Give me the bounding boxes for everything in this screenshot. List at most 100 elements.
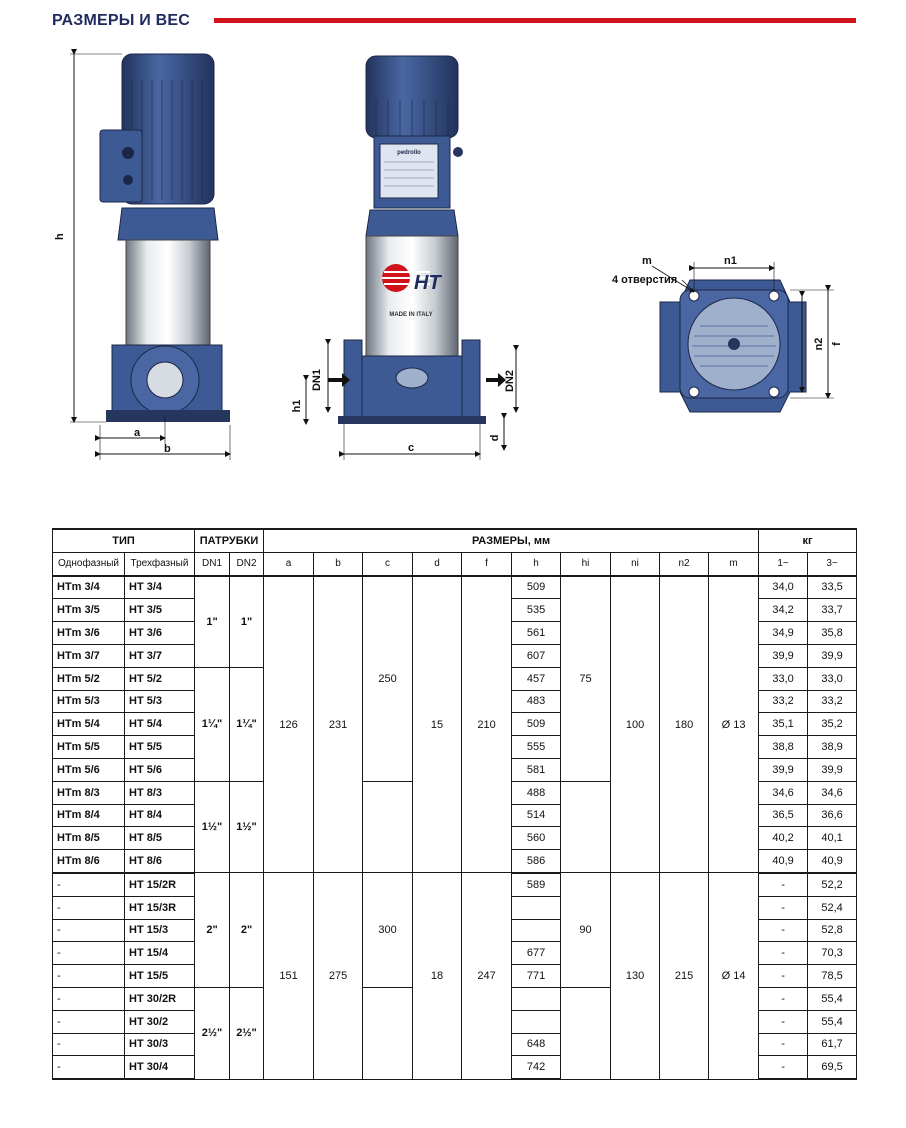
cell-single: HTm 5/5: [52, 735, 125, 759]
cable-gland-icon: [122, 147, 134, 159]
cell-w1: -: [758, 941, 809, 966]
cell-dn2: 1¼": [229, 666, 265, 782]
page-header: РАЗМЕРЫ И ВЕС: [52, 10, 856, 38]
cell-w3: 40,1: [807, 826, 858, 851]
col-ports-header: ПАТРУБКИ: [194, 527, 265, 553]
dim-b-label: b: [164, 443, 171, 455]
cell-hi: 90: [560, 872, 612, 988]
cell-w1: -: [758, 1055, 809, 1081]
cell-ni: 100: [610, 575, 661, 874]
cell-h: [511, 895, 562, 920]
cell-w3: 39,9: [807, 643, 858, 668]
cell-m: Ø 13: [708, 575, 760, 874]
table-row: HTm 3/7 HT 3/7 607 39,9 39,9: [52, 643, 858, 668]
cell-w3: 39,9: [807, 757, 858, 782]
cell-three: HT 15/4: [123, 941, 196, 966]
cell-h: 535: [511, 598, 562, 623]
cell-dn2: 2½": [229, 986, 265, 1080]
col-b-header: b: [313, 551, 364, 577]
cell-h: 581: [511, 757, 562, 782]
col-n2-header: n2: [659, 551, 710, 577]
cell-single: HTm 3/6: [52, 621, 125, 645]
side-view-drawing: h a b: [54, 49, 231, 460]
dim-f-label: f: [831, 342, 843, 346]
col-h-header: h: [511, 551, 562, 577]
cell-w3: 35,8: [807, 621, 858, 645]
cell-w1: 33,2: [758, 689, 809, 714]
table-row: - HT 15/4 677 - 70,3: [52, 941, 858, 966]
cell-single: HTm 5/2: [52, 666, 125, 691]
table-row: - HT 30/2 - 55,4: [52, 1009, 858, 1034]
cell-h: 483: [511, 689, 562, 714]
cell-dn1: 1": [194, 575, 231, 668]
table-row: HTm 5/5 HT 5/5 555 38,8 38,9: [52, 735, 858, 759]
front-lantern: [365, 209, 459, 237]
cell-h: 607: [511, 643, 562, 668]
cell-ni: 130: [610, 872, 661, 1080]
cell-h: 560: [511, 826, 562, 851]
table-row: - HT 30/3 648 - 61,7: [52, 1032, 858, 1057]
cell-single: -: [52, 986, 125, 1011]
holes-label: 4 отверстия: [612, 274, 677, 286]
col-a-header: a: [263, 551, 315, 577]
cell-single: -: [52, 1055, 125, 1081]
cell-three: HT 8/5: [123, 826, 196, 851]
cell-h: 457: [511, 666, 562, 691]
pump-drawings: h a b pedrollo: [54, 49, 843, 460]
cell-h: 509: [511, 575, 562, 600]
cell-single: HTm 8/5: [52, 826, 125, 851]
cell-n2: 215: [659, 872, 710, 1080]
table-row: HTm 3/6 HT 3/6 561 34,9 35,8: [52, 621, 858, 645]
cell-single: -: [52, 1032, 125, 1057]
cell-single: HTm 8/3: [52, 780, 125, 805]
inlet-arrow-icon: [328, 373, 350, 387]
cell-w1: -: [758, 918, 809, 943]
dim-d-label: d: [489, 435, 501, 442]
cell-single: HTm 8/4: [52, 803, 125, 828]
cell-dn2: 1": [229, 575, 265, 668]
cell-three: HT 5/2: [123, 666, 196, 691]
table-row: - HT 30/2R 2½" 2½" - 55,4: [52, 986, 858, 1080]
dim-h1-label: h1: [291, 400, 303, 413]
cell-h: [511, 1009, 562, 1034]
cell-w1: 38,8: [758, 735, 809, 759]
cell-b: 275: [313, 872, 364, 1080]
dim-n2-label: n2: [813, 338, 825, 351]
cell-single: -: [52, 941, 125, 966]
table-row: HTm 8/5 HT 8/5 560 40,2 40,1: [52, 826, 858, 851]
cell-c-empty: [362, 986, 414, 1080]
cell-three: HT 5/3: [123, 689, 196, 714]
cell-three: HT 3/4: [123, 575, 196, 600]
cell-w3: 78,5: [807, 964, 858, 988]
table-row: HTm 8/6 HT 8/6 586 40,9 40,9: [52, 849, 858, 874]
cell-w1: 39,9: [758, 643, 809, 668]
cell-n2: 180: [659, 575, 710, 874]
col-three-header: Трехфазный: [123, 551, 196, 577]
cell-w3: 40,9: [807, 849, 858, 874]
dim-dn2-label: DN2: [504, 370, 516, 392]
cell-m: Ø 14: [708, 872, 760, 1080]
table-row: - HT 15/5 771 - 78,5: [52, 964, 858, 988]
cell-single: HTm 3/4: [52, 575, 125, 600]
cell-single: -: [52, 918, 125, 943]
cell-three: HT 8/6: [123, 849, 196, 874]
cell-dn1: 2½": [194, 986, 231, 1080]
cell-dn2: 2": [229, 872, 265, 988]
cell-w1: -: [758, 1032, 809, 1057]
cell-h: 514: [511, 803, 562, 828]
cell-h: 509: [511, 712, 562, 737]
col-hi-header: hi: [560, 551, 612, 577]
made-in-text: MADE IN ITALY: [389, 312, 432, 318]
cell-w1: 40,2: [758, 826, 809, 851]
cell-w3: 55,4: [807, 1009, 858, 1034]
mount-hole-icon: [688, 290, 700, 302]
cell-single: -: [52, 872, 125, 897]
drawings-area: h a b pedrollo: [0, 40, 906, 470]
cell-w3: 70,3: [807, 941, 858, 966]
brand-plate-text: pedrollo: [397, 150, 421, 156]
table-row: HTm 3/4 HT 3/4 1" 1" 126 231 250 15 210 …: [52, 575, 858, 874]
cell-c: 250: [362, 575, 414, 782]
mount-hole-icon: [768, 290, 780, 302]
table-row: HTm 8/3 HT 8/3 1½" 1½" 488 34,6 34,6: [52, 780, 858, 874]
table-row: HTm 3/5 HT 3/5 535 34,2 33,7: [52, 598, 858, 623]
